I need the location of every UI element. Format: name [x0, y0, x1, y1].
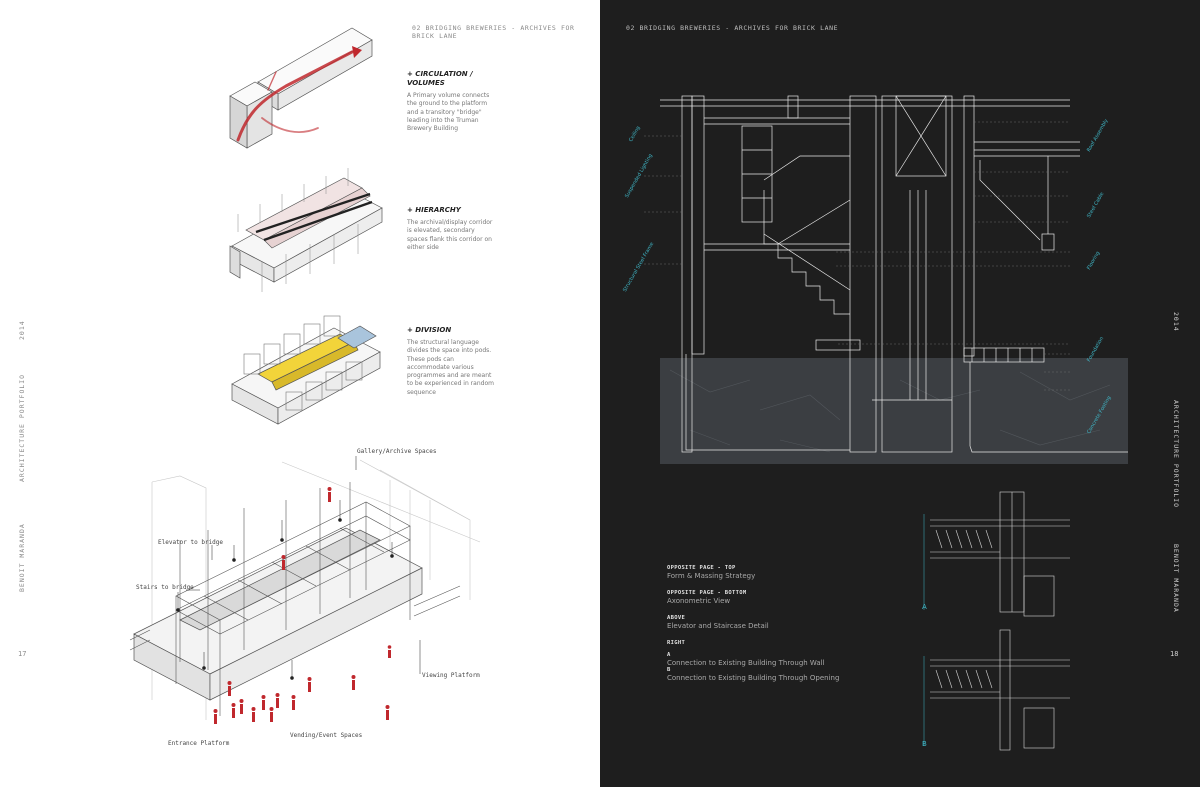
running-head-left: 02 BRIDGING BREWERIES - ARCHIVES FOR BRI…: [412, 24, 575, 40]
page-number-right: 18: [1170, 650, 1179, 658]
concept-circulation: + CIRCULATION / VOLUMES A Primary volume…: [407, 70, 497, 133]
caption-item-right: RIGHT A Connection to Existing Building …: [667, 640, 847, 682]
caption-head: ABOVE: [667, 615, 686, 621]
detail-mark-b: B: [922, 740, 927, 748]
hierarchy-diagram: [229, 168, 383, 292]
caption-head: OPPOSITE PAGE - BOTTOM: [667, 590, 747, 596]
concept-title: + DIVISION: [407, 326, 452, 334]
label-gallery: Gallery/Archive Spaces: [357, 448, 437, 455]
page-number-left: 17: [18, 650, 27, 658]
caption-text: Axonometric View: [667, 597, 731, 605]
caption-head: OPPOSITE PAGE - TOP: [667, 565, 736, 571]
concept-text: The archival/display corridor is elevate…: [407, 219, 493, 251]
label-stairs: Stairs to bridge: [136, 584, 194, 591]
caption-item: OPPOSITE PAGE - TOP Form & Massing Strat…: [667, 565, 847, 580]
caption-text: Form & Massing Strategy: [667, 572, 756, 580]
label-vending: Vending/Event Spaces: [290, 732, 363, 739]
running-head-right: 02 BRIDGING BREWERIES - ARCHIVES FOR BRI…: [626, 24, 839, 32]
concept-title: + CIRCULATION / VOLUMES: [407, 70, 473, 87]
right-page: 02 BRIDGING BREWERIES - ARCHIVES FOR BRI…: [600, 0, 1200, 787]
caption-a-label: A: [667, 652, 671, 658]
label-entrance: Entrance Platform: [168, 740, 230, 747]
caption-b-text: Connection to Existing Building Through …: [667, 674, 840, 682]
caption-text: Elevator and Staircase Detail: [667, 622, 769, 630]
caption-item: OPPOSITE PAGE - BOTTOM Axonometric View: [667, 590, 847, 605]
connection-details: [923, 491, 1070, 751]
concept-division: + DIVISION The structural language divid…: [407, 326, 497, 397]
caption-block: OPPOSITE PAGE - TOP Form & Massing Strat…: [667, 565, 847, 682]
concept-title: + HIERARCHY: [407, 206, 461, 214]
staircase-section: [644, 95, 1128, 464]
division-diagram: [231, 315, 381, 425]
axonometric-view: [129, 456, 481, 724]
detail-mark-a: A: [922, 603, 927, 611]
concept-text: A Primary volume connects the ground to …: [407, 92, 490, 133]
caption-head: RIGHT: [667, 640, 686, 646]
caption-a-text: Connection to Existing Building Through …: [667, 659, 825, 667]
caption-b-label: B: [667, 667, 671, 673]
circulation-diagram: [229, 27, 373, 149]
label-viewing: Viewing Platform: [422, 672, 480, 679]
concept-text: The structural language divides the spac…: [407, 339, 494, 396]
left-page: 02 BRIDGING BREWERIES - ARCHIVES FOR BRI…: [0, 0, 600, 787]
concept-hierarchy: + HIERARCHY The archival/display corrido…: [407, 206, 497, 252]
caption-item: ABOVE Elevator and Staircase Detail: [667, 615, 847, 630]
label-elevator: Elevator to bridge: [158, 539, 224, 546]
